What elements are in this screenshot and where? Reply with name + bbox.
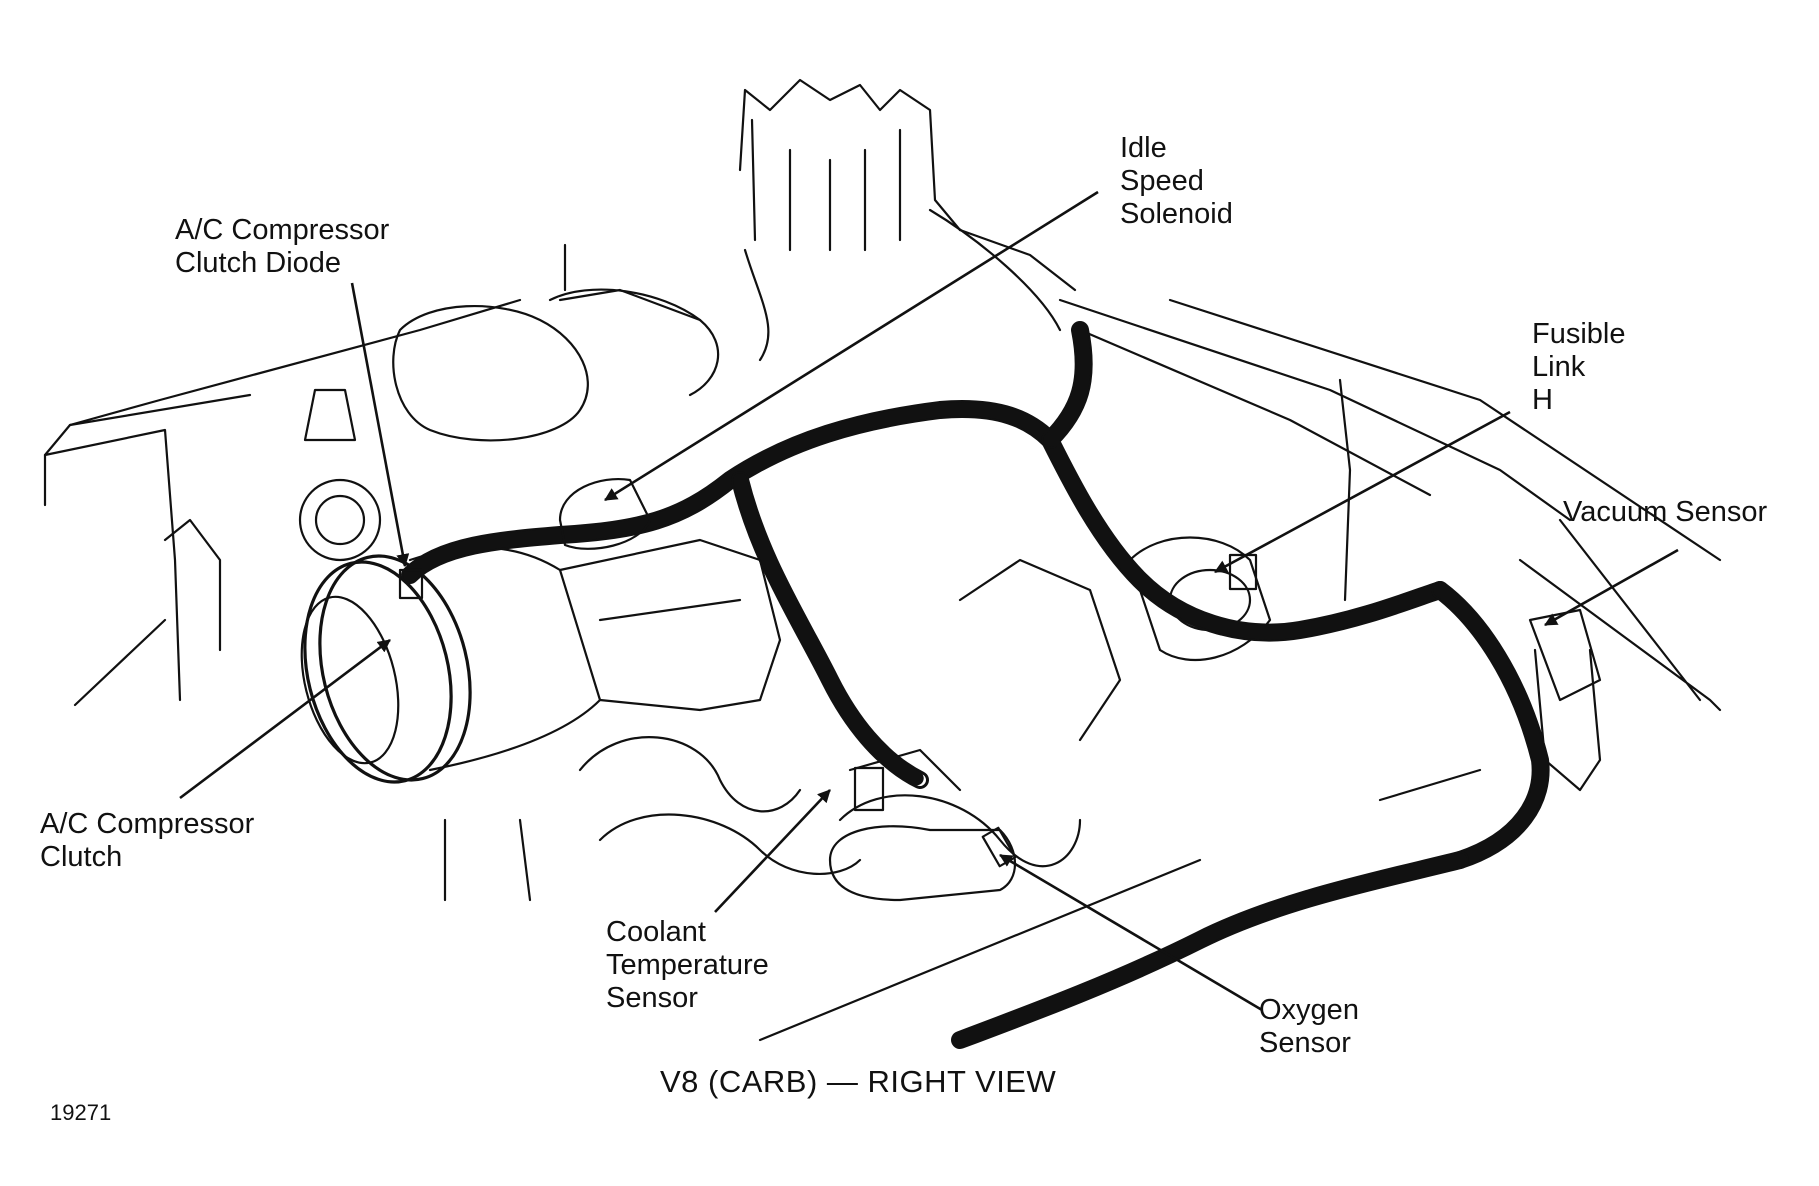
label-vacuum-sensor: Vacuum Sensor — [1563, 496, 1768, 528]
figure-number: 19271 — [50, 1100, 112, 1125]
leader-idle-speed-solenoid — [604, 190, 1099, 502]
leader-oxygen-sensor — [999, 853, 1263, 1012]
leader-coolant-temp — [714, 789, 831, 913]
label-idle-speed-solenoid: Idle Speed Solenoid — [1120, 132, 1233, 230]
label-fusible-link: Fusible Link H — [1532, 318, 1626, 416]
leader-lines — [179, 190, 1679, 1012]
leader-vacuum-sensor — [1544, 548, 1679, 627]
leader-ac-clutch-diode — [350, 282, 410, 568]
label-oxygen-sensor: Oxygen Sensor — [1259, 994, 1359, 1059]
label-ac-compressor-clutch: A/C Compressor Clutch — [40, 808, 255, 873]
label-ac-compressor-clutch-diode: A/C Compressor Clutch Diode — [175, 214, 390, 279]
leader-ac-clutch — [179, 638, 391, 800]
wiring-harness — [401, 321, 1550, 1049]
label-coolant-temperature-sensor: Coolant Temperature Sensor — [606, 916, 769, 1014]
leader-fusible-link — [1214, 410, 1511, 574]
diagram-caption: V8 (CARB) — RIGHT VIEW — [660, 1064, 1057, 1099]
